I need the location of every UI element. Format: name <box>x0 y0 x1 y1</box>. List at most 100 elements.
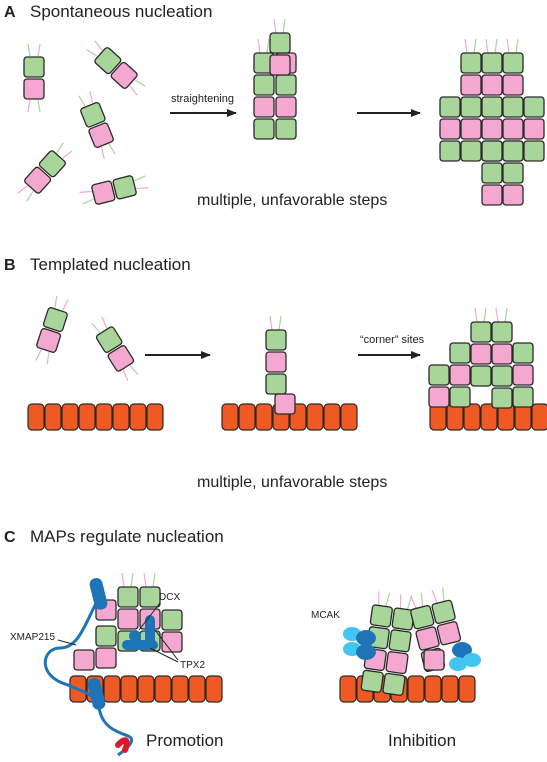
beta-tubulin <box>275 74 297 96</box>
c-terminal-tail <box>399 594 402 609</box>
template-subunit <box>429 403 447 431</box>
beta-tubulin <box>512 342 534 364</box>
alpha-tubulin <box>491 343 513 365</box>
template-subunit <box>112 403 130 431</box>
beta-tubulin <box>382 672 406 696</box>
c-terminal-tail <box>86 49 98 57</box>
beta-tubulin <box>460 140 482 162</box>
c-terminal-tail <box>269 315 273 331</box>
protofilament <box>502 38 524 162</box>
template-subunit <box>463 403 481 431</box>
template-subunit <box>61 403 79 431</box>
protofilament <box>512 342 534 408</box>
c-terminal-tail <box>129 365 139 376</box>
beta-tubulin <box>38 150 66 178</box>
protofilament <box>73 649 95 671</box>
mcak-head <box>463 653 481 667</box>
c-terminal-tail <box>143 572 147 588</box>
alpha-tubulin <box>415 626 440 651</box>
c-terminal-tail <box>495 307 499 323</box>
alpha-tubulin <box>512 364 534 386</box>
template-subunit <box>103 675 121 703</box>
alpha-tubulin <box>117 608 139 630</box>
dcx-label: DCX <box>159 592 180 603</box>
c-terminal-tail <box>54 295 58 308</box>
alpha-tubulin <box>385 651 409 675</box>
tubulin-dimer <box>17 142 73 202</box>
template-subunit <box>340 403 358 431</box>
alpha-tubulin <box>24 166 52 194</box>
alpha-tubulin <box>523 118 545 140</box>
xmap215-tog-domain <box>87 678 106 710</box>
template-subunit <box>205 675 223 703</box>
protofilament <box>523 96 545 162</box>
c-terminal-tail <box>282 18 286 34</box>
templated-nucleus <box>428 307 547 431</box>
beta-tubulin <box>95 625 117 647</box>
c-terminal-tail <box>152 572 156 588</box>
xmap215-protein <box>43 578 134 757</box>
template-subunit <box>44 403 62 431</box>
alpha-tubulin <box>269 54 291 76</box>
promotion-label: Promotion <box>146 731 223 750</box>
tubulin-dimer <box>91 316 139 382</box>
tubulin-dimer <box>35 295 69 365</box>
c-terminal-tail <box>464 38 468 54</box>
template-subunit <box>306 403 324 431</box>
xmap215-tog-domain <box>89 578 108 610</box>
alpha-tubulin <box>502 74 524 96</box>
c-terminal-tail <box>474 307 478 323</box>
beta-tubulin <box>265 329 287 351</box>
alpha-tubulin <box>449 364 471 386</box>
beta-tubulin <box>265 373 287 395</box>
c-terminal-tail <box>485 38 489 54</box>
mcak-label: MCAK <box>311 610 340 621</box>
panel-c-letter: C <box>4 529 16 546</box>
alpha-tubulin <box>23 78 45 100</box>
alpha-tubulin <box>428 386 450 408</box>
alpha-tubulin <box>502 184 524 206</box>
c-terminal-tail <box>37 99 41 113</box>
c-terminal-tail <box>94 40 103 51</box>
c-terminal-tail <box>17 185 28 194</box>
template-subunit <box>78 403 96 431</box>
protofilament <box>439 96 461 162</box>
panel-b-caption: multiple, unfavorable steps <box>197 474 387 491</box>
panel-b-title: Templated nucleation <box>30 255 191 274</box>
c-terminal-tail <box>515 38 519 54</box>
template-subunit <box>480 403 498 431</box>
beta-tubulin <box>269 32 291 54</box>
beta-tubulin <box>481 162 503 184</box>
panel-c: C MAPs regulate nucleation DCX XMAP215 T… <box>4 527 481 757</box>
alpha-tubulin <box>423 649 445 671</box>
panel-a-title: Spontaneous nucleation <box>30 2 212 21</box>
beta-tubulin <box>253 74 275 96</box>
beta-tubulin <box>502 162 524 184</box>
c-terminal-tail <box>134 175 146 182</box>
panel-a: A Spontaneous nucleation straightening m… <box>4 2 545 209</box>
template-subunit <box>95 403 113 431</box>
beta-tubulin <box>491 321 513 343</box>
c-terminal-tail <box>100 146 105 159</box>
protofilament <box>502 140 524 206</box>
beta-tubulin <box>23 56 45 78</box>
beta-tubulin <box>117 586 139 608</box>
template-row <box>27 403 164 431</box>
protofilament <box>253 38 275 140</box>
beta-tubulin <box>491 365 513 387</box>
straightening-label: straightening <box>171 93 234 105</box>
c-terminal-tail <box>406 595 413 610</box>
beta-tubulin <box>460 52 482 74</box>
tpx2-leader <box>149 647 179 663</box>
mcak-head <box>356 630 376 646</box>
xmap215-linker <box>43 595 134 757</box>
template-subunit <box>221 403 239 431</box>
template-subunit <box>407 675 425 703</box>
c-terminal-tail <box>62 299 69 311</box>
protofilament <box>449 342 471 408</box>
protofilament <box>423 649 445 671</box>
c-terminal-tail <box>122 369 129 382</box>
protofilament <box>382 594 415 696</box>
beta-tubulin <box>428 364 450 386</box>
